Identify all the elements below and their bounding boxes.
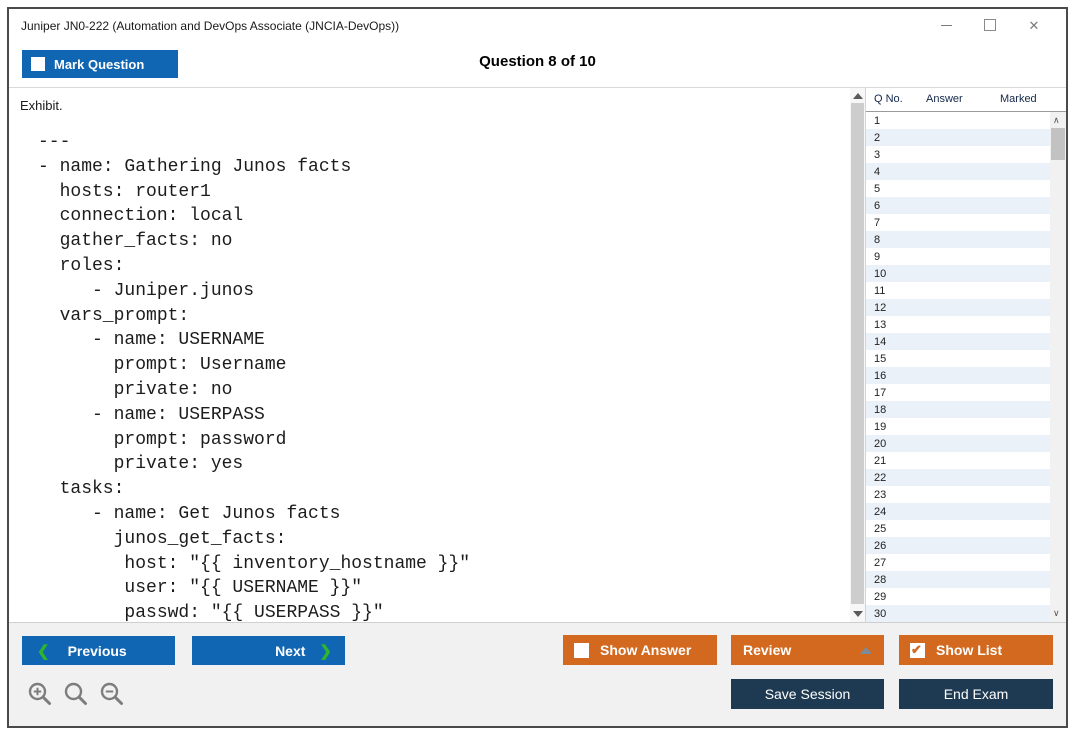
list-item[interactable]: 2 bbox=[866, 129, 1050, 146]
list-item[interactable]: 16 bbox=[866, 367, 1050, 384]
column-header-qno: Q No. bbox=[874, 93, 903, 105]
list-item[interactable]: 12 bbox=[866, 299, 1050, 316]
zoom-in-icon[interactable] bbox=[27, 681, 54, 708]
list-item[interactable]: 1 bbox=[866, 112, 1050, 129]
maximize-button[interactable] bbox=[968, 11, 1012, 39]
window-controls: ✕ bbox=[924, 11, 1066, 39]
maximize-icon bbox=[984, 19, 996, 31]
list-item[interactable]: 8 bbox=[866, 231, 1050, 248]
list-item[interactable]: 4 bbox=[866, 163, 1050, 180]
list-item[interactable]: 10 bbox=[866, 265, 1050, 282]
column-header-answer: Answer bbox=[926, 93, 963, 105]
save-session-label: Save Session bbox=[764, 686, 851, 702]
close-icon: ✕ bbox=[1028, 17, 1040, 33]
list-item[interactable]: 24 bbox=[866, 503, 1050, 520]
zoom-reset-icon[interactable] bbox=[63, 681, 90, 708]
mark-question-button[interactable]: Mark Question bbox=[22, 50, 178, 78]
previous-label: Previous bbox=[67, 642, 127, 659]
list-scroll-down-icon[interactable]: ∨ bbox=[1053, 608, 1060, 618]
zoom-controls bbox=[27, 681, 126, 708]
zoom-out-icon[interactable] bbox=[99, 681, 126, 708]
minimize-icon bbox=[940, 24, 952, 26]
next-label: Next bbox=[275, 642, 306, 659]
list-item[interactable]: 17 bbox=[866, 384, 1050, 401]
list-item[interactable]: 15 bbox=[866, 350, 1050, 367]
list-scroll-up-icon[interactable]: ∧ bbox=[1053, 115, 1060, 125]
list-item[interactable]: 22 bbox=[866, 469, 1050, 486]
column-header-marked: Marked bbox=[1000, 93, 1037, 105]
main-scrollbar-thumb[interactable] bbox=[851, 103, 864, 604]
list-item[interactable]: 20 bbox=[866, 435, 1050, 452]
list-item[interactable]: 3 bbox=[866, 146, 1050, 163]
mark-question-label: Mark Question bbox=[54, 56, 145, 72]
close-button[interactable]: ✕ bbox=[1012, 11, 1056, 39]
list-scrollbar[interactable]: ∧ ∨ bbox=[1050, 112, 1066, 622]
title-bar: Juniper JN0-222 (Automation and DevOps A… bbox=[9, 9, 1066, 41]
exhibit-label: Exhibit. bbox=[20, 98, 63, 113]
header-divider bbox=[9, 87, 1066, 88]
content-area: Exhibit. --- - name: Gathering Junos fac… bbox=[9, 88, 1066, 622]
question-list-header: Q No. Answer Marked bbox=[866, 88, 1066, 112]
list-item[interactable]: 23 bbox=[866, 486, 1050, 503]
triangle-up-icon bbox=[860, 646, 872, 654]
mark-question-checkbox[interactable] bbox=[31, 57, 45, 71]
app-window: Juniper JN0-222 (Automation and DevOps A… bbox=[7, 7, 1068, 728]
list-item[interactable]: 26 bbox=[866, 537, 1050, 554]
list-item[interactable]: 21 bbox=[866, 452, 1050, 469]
show-answer-label: Show Answer bbox=[600, 642, 692, 658]
next-button[interactable]: Next ❯ bbox=[192, 636, 345, 665]
list-scrollbar-thumb[interactable] bbox=[1051, 128, 1065, 160]
show-list-label: Show List bbox=[936, 642, 1003, 658]
list-item[interactable]: 25 bbox=[866, 520, 1050, 537]
chevron-right-icon: ❯ bbox=[319, 642, 332, 660]
save-session-button[interactable]: Save Session bbox=[731, 679, 884, 709]
scroll-down-arrow-icon[interactable] bbox=[853, 611, 863, 617]
list-item[interactable]: 27 bbox=[866, 554, 1050, 571]
show-answer-checkbox[interactable] bbox=[574, 642, 589, 658]
footer-bar: ❮ Previous Next ❯ Show Answer Review Sho… bbox=[9, 622, 1066, 726]
list-item[interactable]: 30 bbox=[866, 605, 1050, 622]
end-exam-label: End Exam bbox=[943, 686, 1009, 702]
exhibit-area: Exhibit. --- - name: Gathering Junos fac… bbox=[9, 88, 850, 622]
window-title: Juniper JN0-222 (Automation and DevOps A… bbox=[21, 19, 400, 33]
list-item[interactable]: 6 bbox=[866, 197, 1050, 214]
list-item[interactable]: 13 bbox=[866, 316, 1050, 333]
previous-button[interactable]: ❮ Previous bbox=[22, 636, 175, 665]
chevron-left-icon: ❮ bbox=[37, 642, 50, 660]
list-item[interactable]: 11 bbox=[866, 282, 1050, 299]
minimize-button[interactable] bbox=[924, 11, 968, 39]
main-scrollbar[interactable] bbox=[850, 88, 865, 622]
show-list-button[interactable]: Show List bbox=[899, 635, 1053, 665]
list-item[interactable]: 14 bbox=[866, 333, 1050, 350]
list-item[interactable]: 5 bbox=[866, 180, 1050, 197]
list-item[interactable]: 18 bbox=[866, 401, 1050, 418]
list-item[interactable]: 9 bbox=[866, 248, 1050, 265]
show-list-checkbox[interactable] bbox=[910, 642, 925, 658]
list-item[interactable]: 19 bbox=[866, 418, 1050, 435]
scroll-up-arrow-icon[interactable] bbox=[853, 93, 863, 99]
question-counter: Question 8 of 10 bbox=[479, 53, 596, 70]
show-answer-button[interactable]: Show Answer bbox=[563, 635, 717, 665]
end-exam-button[interactable]: End Exam bbox=[899, 679, 1053, 709]
exhibit-code: --- - name: Gathering Junos facts hosts:… bbox=[38, 132, 471, 622]
list-item[interactable]: 29 bbox=[866, 588, 1050, 605]
header-bar: Mark Question Question 8 of 10 bbox=[9, 41, 1066, 87]
list-item[interactable]: 7 bbox=[866, 214, 1050, 231]
review-label: Review bbox=[743, 642, 792, 658]
review-dropdown[interactable]: Review bbox=[731, 635, 884, 665]
list-item[interactable]: 28 bbox=[866, 571, 1050, 588]
